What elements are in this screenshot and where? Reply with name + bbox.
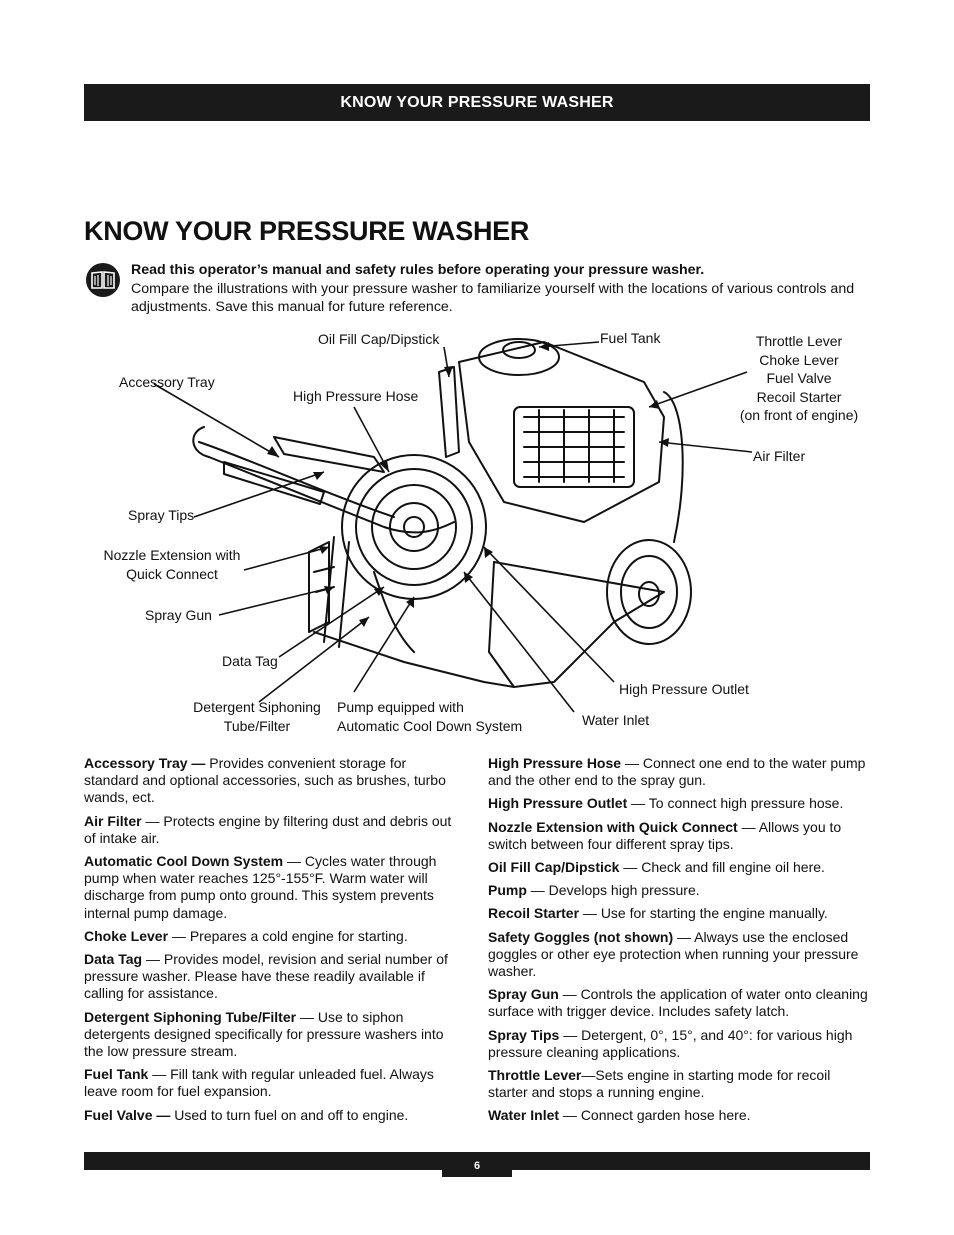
label-water-inlet: Water Inlet [582, 712, 650, 728]
definition-term: Data Tag [84, 951, 143, 968]
definition-item: Air Filter — Protects engine by filterin… [84, 813, 464, 847]
definition-term: Air Filter [84, 812, 142, 829]
label-front-of-engine: (on front of engine) [739, 407, 859, 423]
label-pump: Pump equipped with Automatic Cool Down S… [337, 698, 522, 735]
intro-text: Compare the illustrations with your pres… [131, 280, 855, 316]
definition-text: Used to turn fuel on and off to engine. [170, 1106, 409, 1123]
definition-term: Detergent Siphoning Tube/Filter [84, 1008, 297, 1025]
label-recoil-starter: Recoil Starter [756, 388, 842, 405]
definition-item: Spray Tips — Detergent, 0°, 15°, and 40°… [488, 1027, 870, 1061]
intro-paragraph: Read this operator’s manual and safety r… [131, 261, 871, 317]
definition-item: Fuel Tank — Fill tank with regular unlea… [84, 1066, 464, 1100]
definition-item: Water Inlet — Connect garden hose here. [488, 1107, 870, 1124]
intro-warning: Read this operator’s manual and safety r… [131, 262, 705, 278]
label-detergent-line1: Detergent Siphoning [193, 699, 321, 715]
label-throttle-lever: Throttle Lever [755, 333, 843, 349]
definition-item: Throttle Lever—Sets engine in starting m… [488, 1067, 870, 1101]
definition-text: — Use to siphon detergents designed spec… [84, 1008, 444, 1060]
definition-term: Safety Goggles (not shown) [488, 928, 674, 945]
label-data-tag: Data Tag [222, 653, 278, 669]
label-high-pressure-outlet: High Pressure Outlet [619, 681, 749, 697]
label-pump-line2: Automatic Cool Down System [337, 717, 523, 734]
manual-book-icon [86, 263, 120, 297]
page-number: 6 [442, 1152, 512, 1177]
definition-item: Choke Lever — Prepares a cold engine for… [84, 928, 464, 945]
definition-term: Nozzle Extension with Quick Connect [488, 818, 738, 835]
definition-term: Recoil Starter [488, 905, 580, 922]
definitions-left-column: Accessory Tray — Provides convenient sto… [84, 755, 464, 1130]
definition-text: — Allows you to switch between four diff… [488, 818, 842, 852]
definition-item: High Pressure Outlet — To connect high p… [488, 795, 870, 812]
definition-term: Choke Lever [84, 927, 169, 944]
definition-term: High Pressure Hose [488, 755, 622, 771]
label-nozzle-extension-line2: Quick Connect [126, 565, 218, 582]
label-nozzle-extension: Nozzle Extension with Quick Connect [96, 546, 248, 583]
label-accessory-tray: Accessory Tray [119, 374, 215, 390]
definition-item: Data Tag — Provides model, revision and … [84, 951, 464, 1003]
label-detergent-line2: Tube/Filter [223, 717, 291, 734]
label-spray-tips: Spray Tips [128, 507, 195, 523]
definition-item: Oil Fill Cap/Dipstick — Check and fill e… [488, 859, 870, 876]
definition-text: — To connect high pressure hose. [627, 795, 844, 812]
definition-item: Accessory Tray — Provides convenient sto… [84, 755, 464, 807]
definition-text: — Connect one end to the water pump and … [488, 755, 866, 789]
definition-text: — Prepares a cold engine for starting. [168, 927, 408, 944]
definition-item: Automatic Cool Down System — Cycles wate… [84, 853, 464, 922]
label-detergent-tube: Detergent Siphoning Tube/Filter [188, 698, 326, 735]
definition-text: —Sets engine in starting mode for recoil… [488, 1067, 831, 1101]
definition-item: Spray Gun — Controls the application of … [488, 986, 870, 1020]
definition-term: Accessory Tray — [84, 755, 206, 771]
label-pump-line1: Pump equipped with [337, 699, 464, 715]
definition-term: Spray Gun [488, 986, 559, 1003]
definition-item: Nozzle Extension with Quick Connect — Al… [488, 819, 870, 853]
definition-item: Recoil Starter — Use for starting the en… [488, 905, 870, 922]
definition-item: Safety Goggles (not shown) — Always use … [488, 929, 870, 981]
definition-text: — Provides model, revision and serial nu… [84, 951, 448, 1002]
definition-text: — Cycles water through pump when water r… [84, 853, 437, 921]
definition-term: Fuel Valve — [84, 1106, 171, 1123]
label-high-pressure-hose: High Pressure Hose [293, 388, 419, 404]
definition-text: — Fill tank with regular unleaded fuel. … [84, 1066, 434, 1100]
definition-text: — Connect garden hose here. [559, 1107, 751, 1124]
definition-text: — Develops high pressure. [526, 882, 700, 899]
label-choke-lever: Choke Lever [759, 351, 839, 368]
label-throttle-group: Throttle Lever Choke Lever Fuel Valve Re… [733, 332, 865, 425]
definition-term: Fuel Tank [84, 1066, 149, 1083]
definition-text: — Always use the enclosed goggles or oth… [488, 928, 859, 980]
definition-item: Fuel Valve — Used to turn fuel on and of… [84, 1107, 464, 1124]
definition-text: — Use for starting the engine manually. [579, 905, 828, 922]
label-fuel-tank: Fuel Tank [600, 330, 661, 346]
definition-text: — Check and fill engine oil here. [619, 859, 825, 876]
label-oil-fill-cap: Oil Fill Cap/Dipstick [318, 331, 440, 347]
definition-text: — Detergent, 0°, 15°, and 40°: for vario… [488, 1026, 853, 1060]
definition-item: Pump — Develops high pressure. [488, 882, 870, 899]
definition-term: Throttle Lever [488, 1067, 582, 1084]
definition-item: Detergent Siphoning Tube/Filter — Use to… [84, 1009, 464, 1061]
label-air-filter: Air Filter [753, 448, 806, 464]
definition-text: Provides convenient storage for standard… [84, 755, 446, 806]
definition-text: — Protects engine by filtering dust and … [84, 812, 452, 846]
pressure-washer-illustration [153, 338, 753, 713]
definition-term: Oil Fill Cap/Dipstick [488, 859, 620, 876]
definition-term: High Pressure Outlet [488, 795, 628, 812]
definition-item: High Pressure Hose — Connect one end to … [488, 755, 870, 789]
label-nozzle-extension-line1: Nozzle Extension with [103, 547, 241, 563]
definition-text: — Controls the application of water onto… [488, 986, 868, 1020]
label-spray-gun: Spray Gun [145, 607, 212, 623]
definition-term: Automatic Cool Down System [84, 853, 284, 870]
definitions-right-column: High Pressure Hose — Connect one end to … [488, 755, 870, 1131]
definition-term: Water Inlet [488, 1107, 560, 1124]
label-fuel-valve: Fuel Valve [766, 370, 832, 386]
page-title: KNOW YOUR PRESSURE WASHER [84, 216, 530, 246]
definition-term: Spray Tips [488, 1026, 560, 1043]
definition-term: Pump [488, 882, 527, 899]
section-header: KNOW YOUR PRESSURE WASHER [84, 84, 870, 121]
